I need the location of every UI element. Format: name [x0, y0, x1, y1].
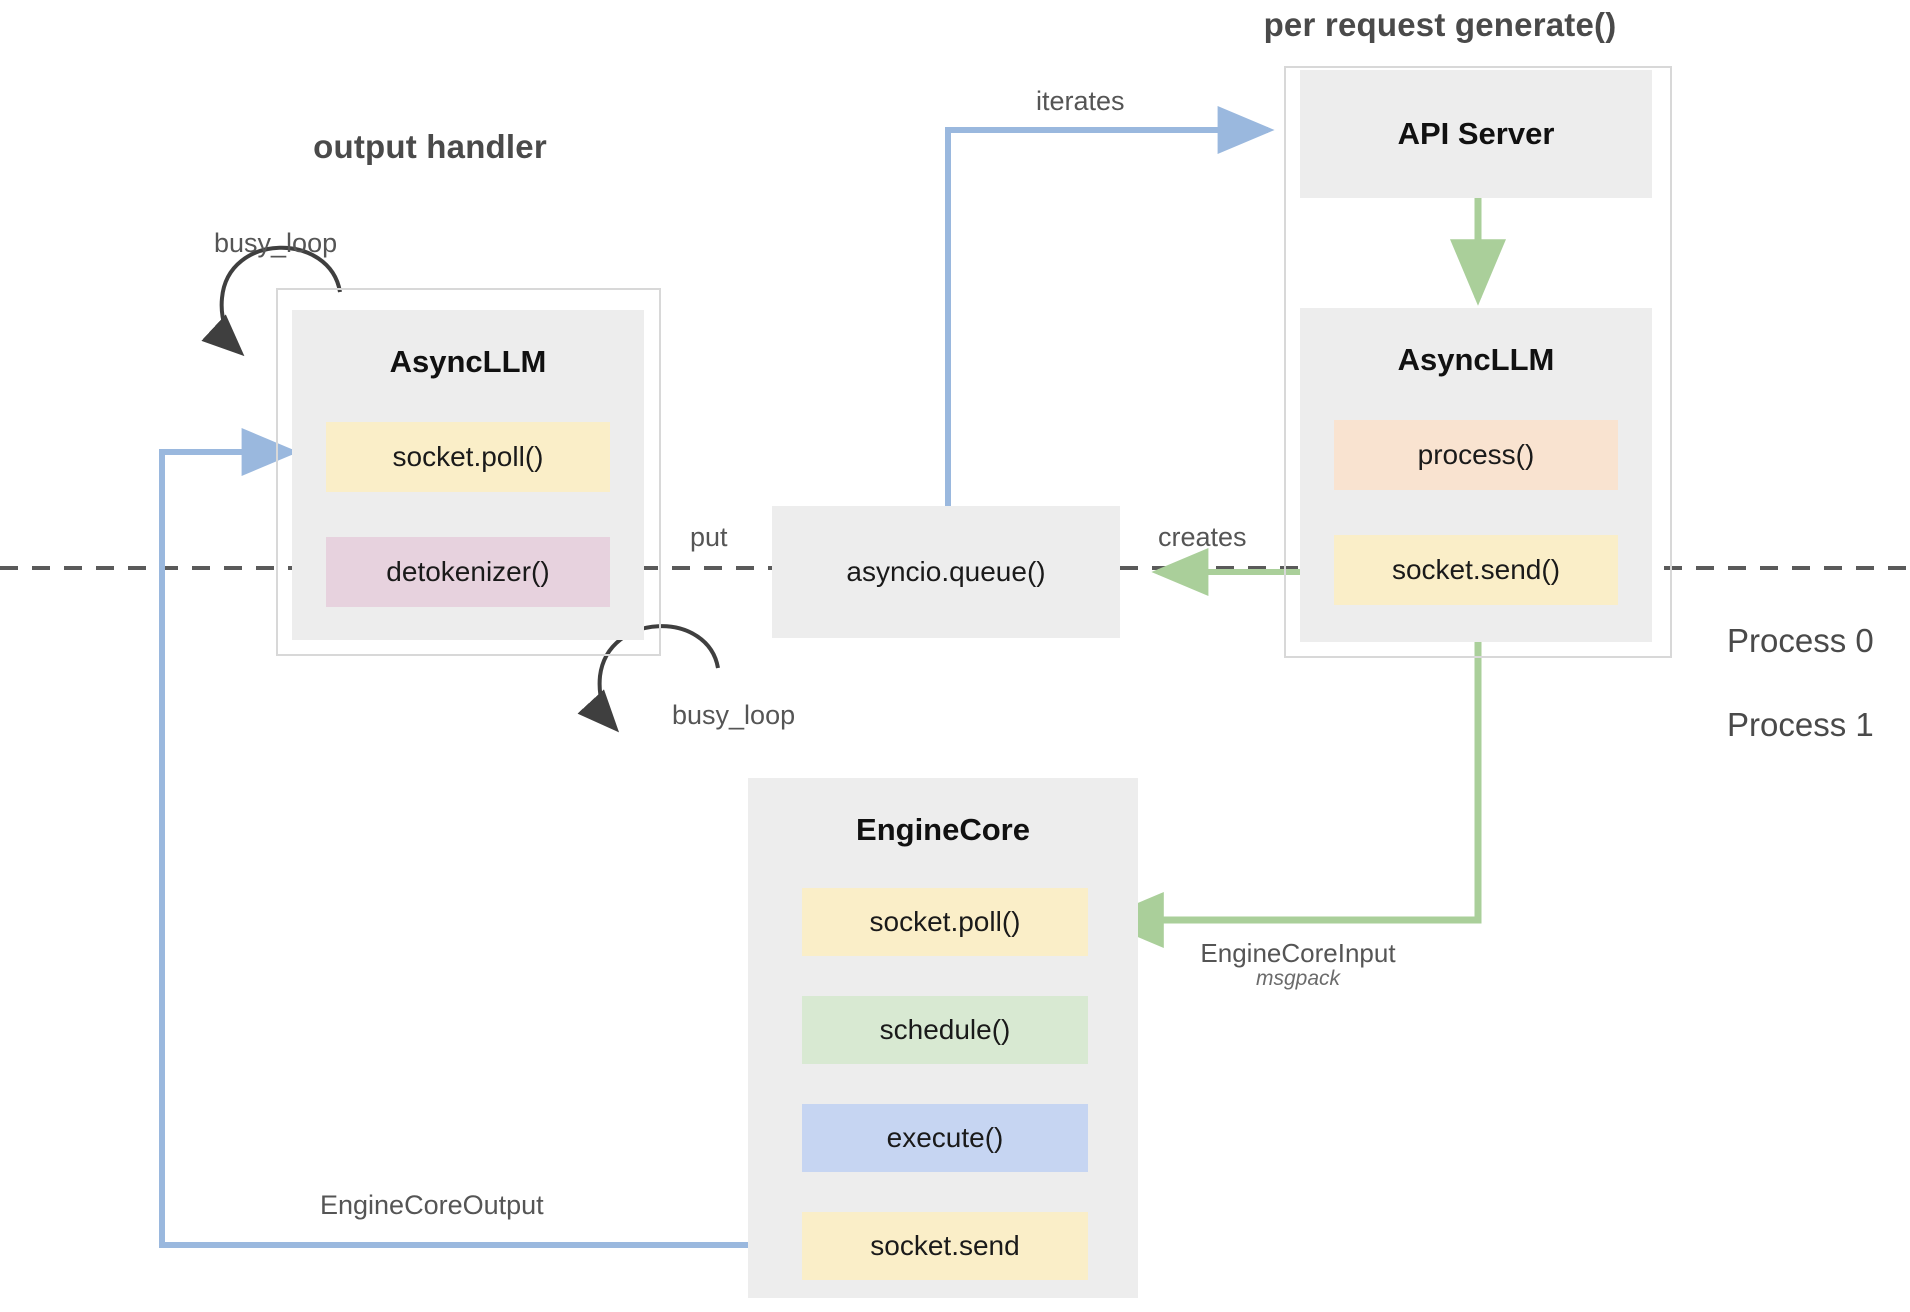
chip-socket-poll-output-handler[interactable]: socket.poll() — [326, 422, 610, 492]
edge-label-put: put — [690, 522, 728, 552]
section-title-output-handler: output handler — [313, 128, 547, 165]
process-1-label: Process 1 — [1727, 706, 1874, 743]
engine-core-input-format: msgpack — [1255, 967, 1341, 990]
output-handler-asyncllm-box[interactable]: AsyncLLM socket.poll() detokenizer() — [292, 310, 644, 640]
per-request-generate-frame — [1284, 66, 1672, 658]
chip-label: socket.poll() — [869, 906, 1021, 937]
chip-label: schedule() — [879, 1014, 1011, 1045]
chip-socket-send-api[interactable]: socket.send() — [1334, 535, 1618, 605]
api-server-title: API Server — [1397, 116, 1555, 151]
chip-execute[interactable]: execute() — [802, 1104, 1088, 1172]
chip-label: process() — [1417, 439, 1535, 470]
chip-label: socket.send — [870, 1230, 1020, 1261]
asyncio-queue-box[interactable]: asyncio.queue() — [772, 506, 1120, 638]
edge-label-creates: creates — [1158, 522, 1247, 552]
chip-process[interactable]: process() — [1334, 420, 1618, 490]
busy-loop-label-output-handler: busy_loop — [214, 228, 338, 258]
engine-core-box[interactable]: EngineCore socket.poll() schedule() exec… — [748, 778, 1138, 1298]
busy-loop-label-engine-core: busy_loop — [672, 700, 796, 730]
edge-label-iterates: iterates — [1036, 86, 1125, 116]
api-group-asyncllm-title: AsyncLLM — [1397, 342, 1555, 377]
chip-label: execute() — [886, 1122, 1004, 1153]
chip-schedule[interactable]: schedule() — [802, 996, 1088, 1064]
section-title-per-request-generate: per request generate() — [1263, 6, 1617, 43]
chip-detokenizer[interactable]: detokenizer() — [326, 537, 610, 607]
api-server-box[interactable]: API Server — [1300, 70, 1652, 198]
chip-label: socket.poll() — [392, 441, 544, 472]
chip-socket-send-engine-core[interactable]: socket.send — [802, 1212, 1088, 1280]
chip-socket-poll-engine-core[interactable]: socket.poll() — [802, 888, 1088, 956]
engine-core-input-caption: EngineCoreInput msgpack — [1148, 938, 1448, 991]
chip-label: socket.send() — [1391, 554, 1561, 585]
output-handler-asyncllm-title: AsyncLLM — [389, 344, 547, 379]
engine-core-output-caption: EngineCoreOutput — [320, 1190, 544, 1220]
api-group-asyncllm-box[interactable]: AsyncLLM process() socket.send() — [1300, 308, 1652, 642]
engine-core-title: EngineCore — [856, 812, 1030, 847]
edge-iterates — [945, 106, 1275, 508]
output-handler-frame — [276, 288, 661, 656]
engine-core-input-label: EngineCoreInput — [1200, 938, 1396, 968]
process-0-label: Process 0 — [1727, 622, 1874, 659]
asyncio-queue-label: asyncio.queue() — [846, 556, 1046, 587]
chip-label: detokenizer() — [386, 556, 550, 587]
